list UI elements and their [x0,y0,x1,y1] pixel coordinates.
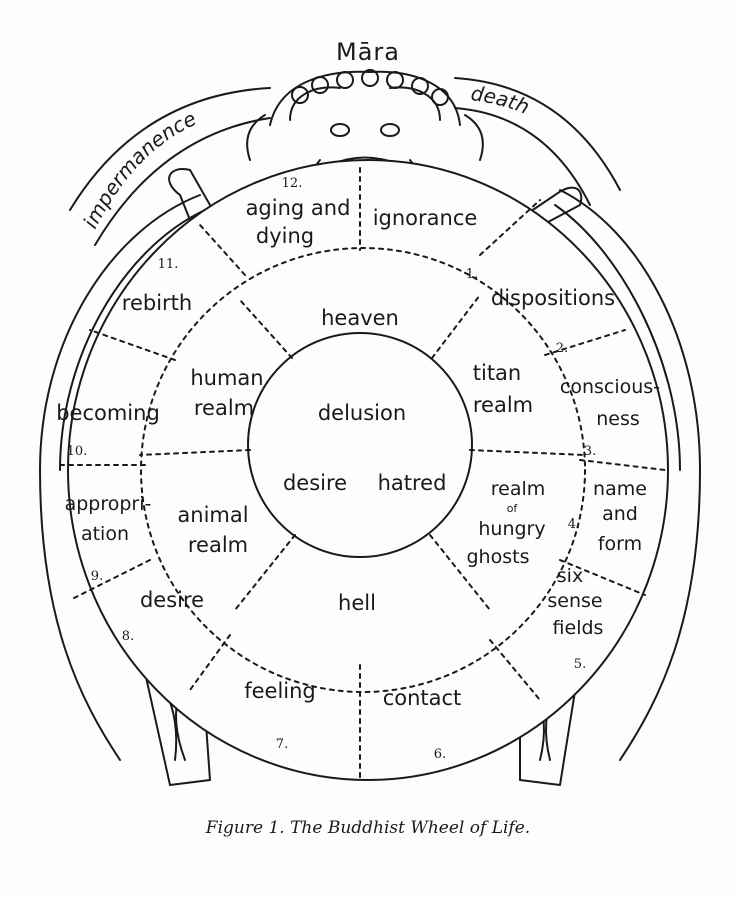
link-4-label-line1: name [593,478,647,500]
link-8-number: 8. [122,629,134,644]
link-12-label-line2: dying [256,224,314,248]
realm-human-line2: realm [194,396,254,420]
link-5-label-line3: fields [553,617,604,639]
realm-dividers [139,294,586,611]
link-6-label: contact [383,686,462,710]
link-8-label: desire [140,588,204,612]
link-2-number: 2. [556,341,568,356]
link-2-label: dispositions [491,286,615,310]
link-7-number: 7. [276,737,288,752]
wheel-outer-rim [67,159,669,781]
wheel-svg: impermanence death [39,38,701,786]
link-1-label: ignorance [373,206,478,230]
realm-titan-line2: realm [473,393,533,417]
realm-animal-line2: realm [188,533,248,557]
realm-titan-line1: titan [473,361,521,385]
realm-ghosts-line3: ghosts [467,546,530,568]
link-9-label-line1: appropri- [65,493,152,515]
link-12-number: 12. [282,176,303,191]
realm-ghosts-line2: hungry [478,518,545,540]
realm-ring [140,247,586,693]
hub-circle [247,332,473,558]
figure-caption: Figure 1. The Buddhist Wheel of Life. [205,818,531,838]
arc-right-text: death [469,81,532,119]
link-4-label-line3: form [598,533,642,555]
link-9-number: 9. [91,569,103,584]
link-5-label-line1: six [557,565,583,587]
realm-hell: hell [338,591,376,615]
link-10-number: 10. [67,444,88,459]
mara-body [39,189,701,761]
realm-ghosts-of: of [507,502,519,515]
link-11-label: rebirth [122,291,192,315]
link-3-number: 3. [584,444,596,459]
link-3-label-line2: ness [596,408,640,430]
link-11-number: 11. [158,257,179,272]
arc-banner [69,77,621,246]
link-7-label: feeling [244,679,316,703]
link-5-label-line2: sense [547,590,602,612]
hub-label-desire: desire [283,471,347,495]
realm-heaven: heaven [321,306,399,330]
link-4-number: 4. [568,517,580,532]
realm-ghosts-line1: realm [491,478,546,500]
mara-label: Māra [336,38,400,66]
link-4-label-line2: and [602,503,638,525]
hub-label-hatred: hatred [378,471,447,495]
link-5-number: 5. [574,657,586,672]
link-1-number: 1. [466,267,478,282]
realm-animal-line1: animal [177,503,248,527]
link-dividers [59,167,666,779]
link-9-label-line2: ation [81,523,129,545]
link-3-label-line1: conscious- [560,376,660,398]
link-6-number: 6. [434,747,446,762]
link-10-label: becoming [56,401,160,425]
hub-label-delusion: delusion [318,401,406,425]
realm-human-line1: human [190,366,263,390]
link-12-label-line1: aging and [246,196,351,220]
